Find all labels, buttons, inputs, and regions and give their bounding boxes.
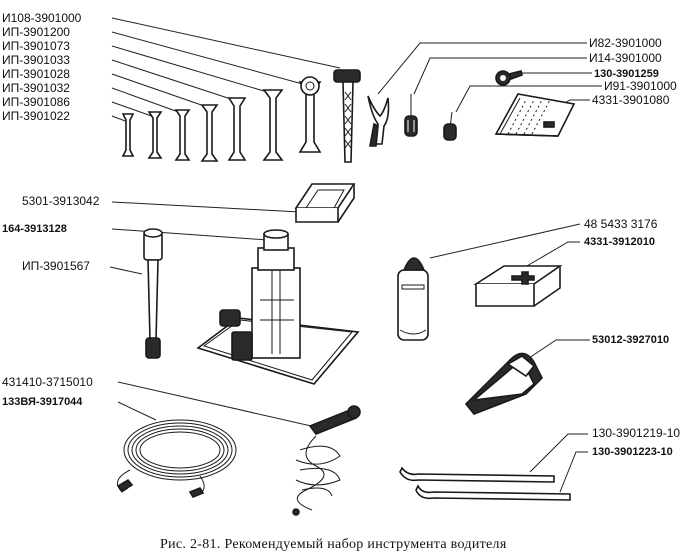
foot-pump <box>292 405 361 516</box>
socket-wrench-bar <box>143 228 163 359</box>
hex-key <box>495 70 523 86</box>
pliers <box>367 95 390 147</box>
label-130-3901223-10: 130-3901223-10 <box>592 446 673 458</box>
tire-lever-2 <box>415 484 571 501</box>
screwdriver-2 <box>443 111 457 141</box>
hammer <box>333 69 361 163</box>
label-4331-3901080: 4331-3901080 <box>592 93 670 107</box>
label-ip-3901033: ИП-3901033 <box>2 53 70 67</box>
label-ip-3901086: ИП-3901086 <box>2 95 70 109</box>
leader-lines-right-top <box>377 42 602 113</box>
label-i14-3901000: И14-3901000 <box>589 51 662 65</box>
label-i91-3901000: И91-3901000 <box>604 79 677 93</box>
label-5301-3913042: 5301-3913042 <box>22 194 100 208</box>
label-ip-3901073: ИП-3901073 <box>2 39 70 53</box>
wheel-chock <box>464 352 543 415</box>
oil-bottle <box>397 257 429 341</box>
open-end-wrenches <box>121 76 322 162</box>
hydraulic-jack <box>196 229 360 385</box>
label-53012-3927010: 53012-3927010 <box>592 334 669 346</box>
coiled-hose <box>116 419 237 498</box>
label-ip-3901032: ИП-3901032 <box>2 81 70 95</box>
label-48-5433-3176: 48 5433 3176 <box>584 217 658 231</box>
label-i82-3901000: И82-3901000 <box>589 36 662 50</box>
label-4331-3912010: 4331-3912010 <box>584 236 655 248</box>
label-164-3913128: 164-3913128 <box>2 223 67 235</box>
leader-lines-left-top <box>111 17 341 123</box>
label-431410-3715010: 431410-3715010 <box>2 375 93 389</box>
tool-bag <box>494 93 576 137</box>
label-i108-3901000: И108-3901000 <box>2 11 82 25</box>
label-ip-3901028: ИП-3901028 <box>2 67 70 81</box>
tire-lever-1 <box>399 466 555 483</box>
jack-support-bracket <box>294 183 356 223</box>
label-130-3901219-10: 130-3901219-10 <box>592 426 680 440</box>
label-133vya-3917044: 133ВЯ-3917044 <box>2 396 83 408</box>
label-ip-3901022: ИП-3901022 <box>2 109 70 123</box>
figure-caption: Рис. 2-81. Рекомендуемый набор инструмен… <box>160 537 507 552</box>
first-aid-box <box>473 265 563 307</box>
screwdriver-1 <box>404 94 418 137</box>
label-ip-3901567: ИП-3901567 <box>22 259 90 273</box>
label-ip-3901200: ИП-3901200 <box>2 25 70 39</box>
label-130-3901259: 130-3901259 <box>594 68 659 80</box>
